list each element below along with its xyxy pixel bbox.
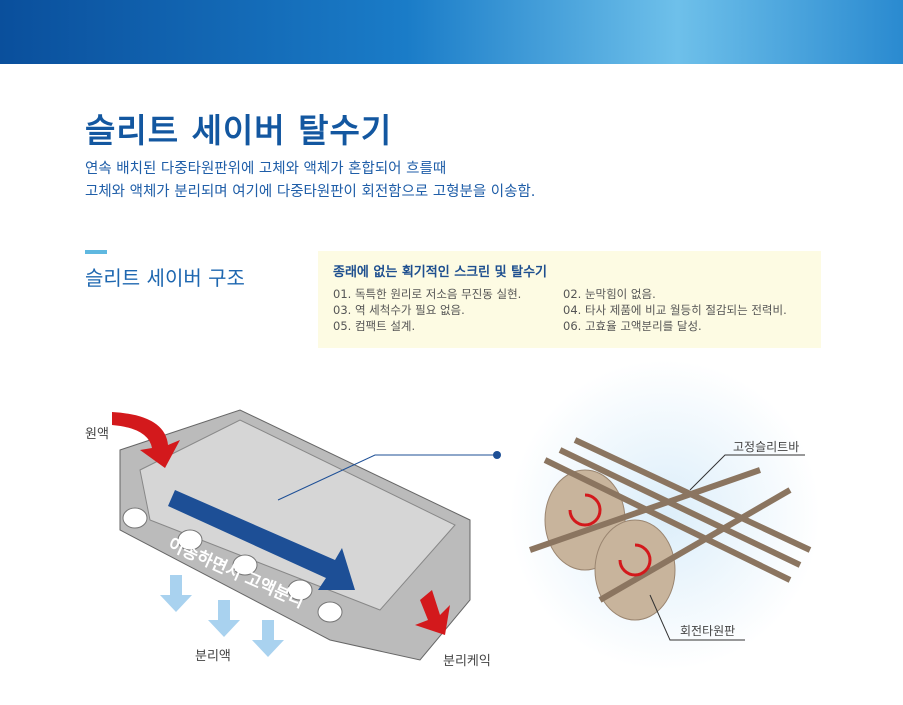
disc-leader bbox=[649, 594, 745, 641]
feature-item: 06. 고효율 고액분리를 달성. bbox=[563, 319, 702, 333]
transport-arrow bbox=[168, 490, 355, 590]
description: 연속 배치된 다중타원판위에 고체와 액체가 혼합되어 흐를때 고체와 액체가 … bbox=[85, 158, 535, 204]
description-line: 연속 배치된 다중타원판위에 고체와 액체가 혼합되어 흐를때 bbox=[85, 161, 447, 177]
feature-item: 03. 역 세척수가 필요 없음. bbox=[333, 303, 465, 317]
label-filtrate: 분리액 bbox=[195, 649, 231, 664]
feature-item: 05. 컴팩트 설계. bbox=[333, 319, 416, 333]
page-title: 슬리트 세이버 탈수기 bbox=[85, 111, 393, 150]
screen-discs bbox=[139, 419, 456, 611]
features-heading: 종래에 없는 획기적인 스크린 및 탈수기 bbox=[333, 265, 547, 280]
features-col-2: 02. 눈막힘이 없음. 04. 타사 제품에 비교 월등히 절감되는 전력비.… bbox=[563, 286, 787, 334]
feature-item: 02. 눈막힘이 없음. bbox=[563, 287, 656, 301]
rotating-discs bbox=[544, 469, 676, 621]
label-cake: 분리케익 bbox=[443, 654, 491, 669]
callout-line bbox=[277, 454, 495, 501]
roller-ends bbox=[122, 507, 343, 623]
fixed-slit-bars bbox=[529, 437, 812, 603]
detail-background bbox=[510, 360, 820, 670]
section-title: 슬리트 세이버 구조 bbox=[85, 266, 245, 290]
header-banner bbox=[0, 0, 903, 64]
cake-arrow bbox=[415, 590, 450, 635]
description-line: 고체와 액체가 분리되며 여기에 다중타원판이 회전함으로 고형분을 이송함. bbox=[85, 184, 536, 200]
label-fixed-bar: 고정슬리트바 bbox=[733, 440, 800, 454]
feature-item: 04. 타사 제품에 비교 월등히 절감되는 전력비. bbox=[563, 303, 787, 317]
fixed-bar-leader bbox=[689, 454, 805, 491]
rotation-arrows bbox=[568, 493, 652, 577]
inflow-arrow bbox=[112, 412, 180, 468]
section-accent bbox=[85, 250, 107, 254]
label-inflow: 원액 bbox=[85, 427, 109, 442]
features-col-1: 01. 독특한 원리로 저소음 무진동 실현. 03. 역 세척수가 필요 없음… bbox=[333, 286, 521, 334]
feature-item: 01. 독특한 원리로 저소음 무진동 실현. bbox=[333, 287, 522, 301]
callout-dot bbox=[493, 451, 501, 459]
filtrate-arrows bbox=[160, 575, 284, 657]
features-box: 종래에 없는 획기적인 스크린 및 탈수기 01. 독특한 원리로 저소음 무진… bbox=[318, 251, 821, 348]
label-rotating-disc: 회전타원판 bbox=[680, 624, 736, 638]
